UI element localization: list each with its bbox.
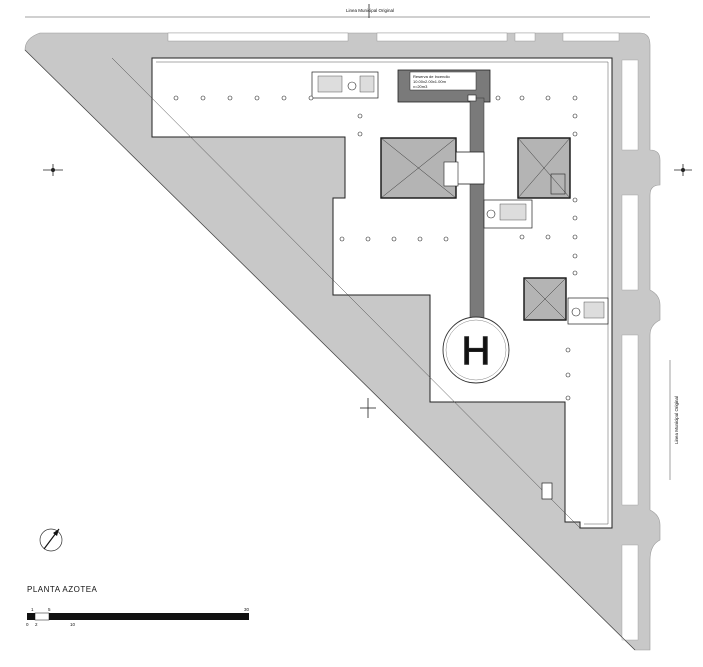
core-shaft-right [517, 137, 571, 199]
column-marker [308, 95, 314, 101]
column-marker [200, 95, 206, 101]
column-marker [495, 95, 501, 101]
column-marker [365, 236, 371, 242]
tank-note-1: Reserva de Incendio [413, 74, 450, 79]
right-boundary-label: Linea Municipal Original [674, 396, 679, 444]
column-grid [173, 95, 578, 401]
scale-tick-label: 1 [31, 607, 34, 612]
top-edge-notch [167, 32, 349, 42]
column-marker [572, 113, 578, 119]
stair-access [455, 151, 485, 185]
column-marker [565, 395, 571, 401]
column-marker [357, 131, 363, 137]
column-marker [545, 95, 551, 101]
scale-tick-label: 10 [70, 622, 76, 627]
column-marker [572, 215, 578, 221]
scale-bar: 1 5 30 0 2 10 [26, 607, 250, 627]
column-marker [565, 347, 571, 353]
tank-label-box [409, 71, 477, 91]
pump-fan [571, 307, 581, 317]
scale-tick-label: 0 [26, 622, 29, 627]
scale-tick-label: 30 [244, 607, 250, 612]
core-shaft-left [380, 137, 457, 199]
column-marker [572, 253, 578, 259]
tank-note-2: 10.00x2.00x1.00m [413, 79, 447, 84]
section-marker-icon [674, 164, 692, 176]
column-marker [519, 95, 525, 101]
stair-landing [443, 161, 459, 187]
mechanical-fan [486, 209, 496, 219]
equipment-unit [359, 75, 375, 93]
top-edge-notch [562, 32, 620, 42]
helipad: H [442, 316, 510, 384]
column-marker [572, 270, 578, 276]
column-marker [281, 95, 287, 101]
column-marker [572, 95, 578, 101]
diagonal-boundary [24, 49, 636, 651]
pump-unit [583, 301, 605, 319]
walkway-hatch [467, 94, 477, 102]
right-edge-columns [621, 59, 639, 641]
column-marker [545, 234, 551, 240]
helipad-marking: H [462, 329, 491, 373]
slab-parapet-line [156, 61, 609, 525]
column-marker [572, 197, 578, 203]
column-marker [357, 113, 363, 119]
column-marker [417, 236, 423, 242]
drawing-title: PLANTA AZOTEA [27, 585, 98, 594]
section-marker-icon [43, 164, 63, 176]
column-marker [227, 95, 233, 101]
column-marker [572, 131, 578, 137]
top-edge-notch [376, 32, 508, 42]
column-marker [391, 236, 397, 242]
column-marker [339, 236, 345, 242]
diagonal-slab-edge [111, 57, 581, 529]
top-boundary-label: Linea Municipal Original [346, 8, 394, 13]
tank-note-3: v=20m3 [413, 84, 428, 89]
column-marker [519, 234, 525, 240]
roof-hatch [541, 482, 553, 500]
section-marker-icon [360, 398, 376, 418]
column-marker [443, 236, 449, 242]
column-marker [565, 372, 571, 378]
scale-tick-label: 5 [48, 607, 51, 612]
scale-tick-label: 2 [35, 622, 38, 627]
roof-slab [151, 57, 613, 529]
equipment-fan [347, 81, 357, 91]
column-marker [254, 95, 260, 101]
column-marker [572, 234, 578, 240]
column-marker [173, 95, 179, 101]
mechanical-unit [499, 203, 527, 221]
top-edge-notch [514, 32, 536, 42]
core-shaft-small [523, 277, 567, 321]
north-arrow-icon [39, 528, 63, 552]
equipment-unit [317, 75, 343, 93]
service-walkway [469, 97, 485, 319]
